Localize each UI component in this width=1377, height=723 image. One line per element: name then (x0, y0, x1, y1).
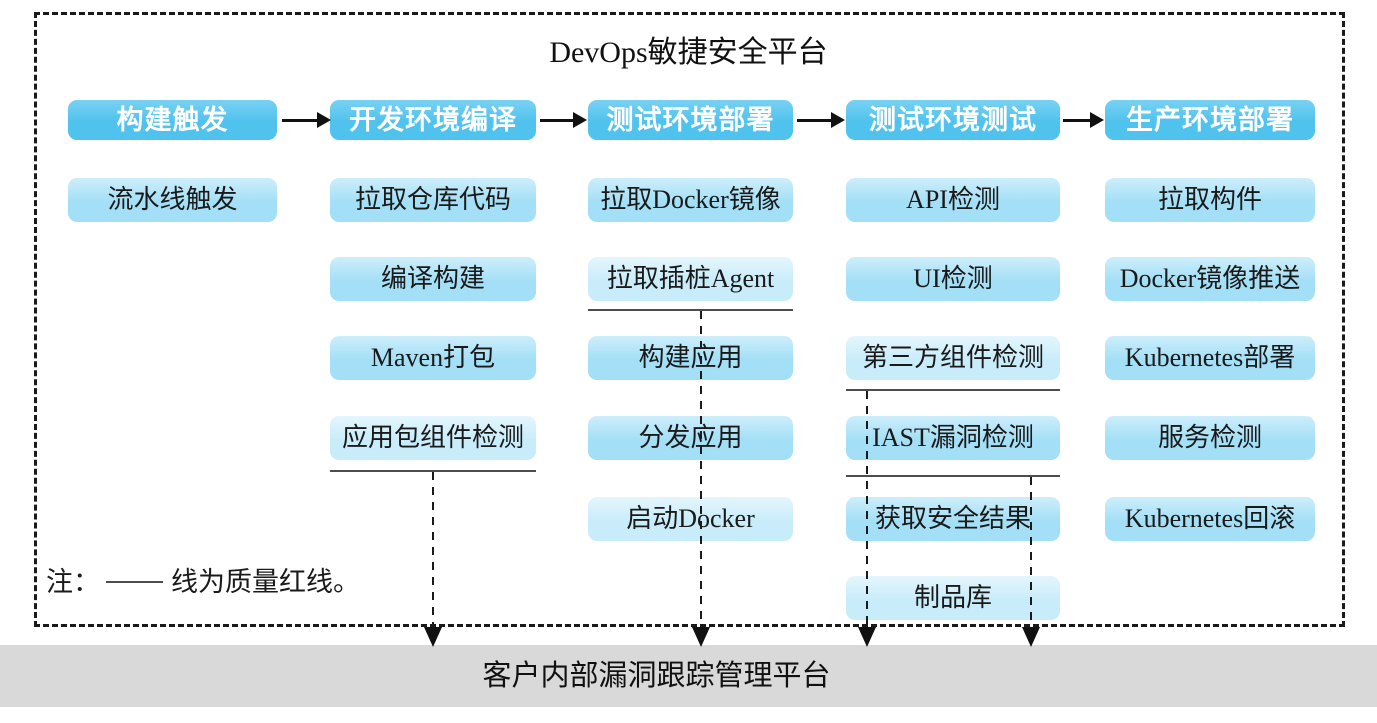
down-arrow-head (424, 627, 442, 647)
flow-step: 服务检测 (1105, 416, 1315, 460)
flow-step: 拉取构件 (1105, 178, 1315, 222)
down-arrow-head (1022, 627, 1040, 647)
flow-arrow-right (1063, 112, 1104, 128)
flow-step: 获取安全结果 (846, 497, 1060, 541)
flow-step: 分发应用 (588, 416, 793, 460)
flow-step: 制品库 (846, 576, 1060, 620)
stage-header-dev-compile: 开发环境编译 (330, 100, 536, 140)
flow-arrow-right (282, 112, 331, 128)
stage-header-test-testing: 测试环境测试 (846, 100, 1060, 140)
quality-red-line (588, 309, 793, 311)
tracking-platform-bar: 客户内部漏洞跟踪管理平台 (0, 645, 1377, 707)
flow-step: API检测 (846, 178, 1060, 222)
quality-line-sample (106, 580, 163, 583)
stage-header-test-deploy: 测试环境部署 (588, 100, 793, 140)
quality-red-line (330, 470, 536, 472)
platform-dashed-frame (34, 12, 1345, 627)
flow-step: Docker镜像推送 (1105, 257, 1315, 301)
flow-step: 第三方组件检测 (846, 336, 1060, 380)
flow-step: 拉取插桩Agent (588, 257, 793, 301)
legend-note: 注： 线为质量红线。 (46, 560, 360, 599)
dashed-connector (866, 391, 868, 630)
flow-arrow-right (540, 112, 587, 128)
flow-step: 构建应用 (588, 336, 793, 380)
flow-step: IAST漏洞检测 (846, 416, 1060, 460)
flow-step: 拉取Docker镜像 (588, 178, 793, 222)
dashed-connector (432, 472, 434, 630)
flow-arrow-right (797, 112, 845, 128)
down-arrow-head (692, 627, 710, 647)
down-arrow-head (858, 627, 876, 647)
diagram-title: DevOps敏捷安全平台 (549, 36, 828, 69)
quality-red-line (846, 389, 1060, 391)
flow-step: 拉取仓库代码 (330, 178, 536, 222)
quality-red-line (846, 475, 1060, 477)
dashed-connector (700, 311, 702, 630)
flow-step: UI检测 (846, 257, 1060, 301)
stage-header-build-trigger: 构建触发 (68, 100, 277, 140)
dashed-connector (1030, 477, 1032, 630)
flow-step: 流水线触发 (68, 178, 277, 222)
legend-note-suffix: 线为质量红线。 (171, 567, 360, 597)
flow-step: 编译构建 (330, 257, 536, 301)
tracking-platform-label: 客户内部漏洞跟踪管理平台 (482, 660, 831, 692)
flow-step: 启动Docker (588, 497, 793, 541)
flow-step: Kubernetes回滚 (1105, 497, 1315, 541)
legend-note-prefix: 注： (46, 567, 100, 597)
flow-step: Kubernetes部署 (1105, 336, 1315, 380)
flow-step: Maven打包 (330, 336, 536, 380)
flow-step: 应用包组件检测 (330, 416, 536, 460)
stage-header-prod-deploy: 生产环境部署 (1105, 100, 1315, 140)
